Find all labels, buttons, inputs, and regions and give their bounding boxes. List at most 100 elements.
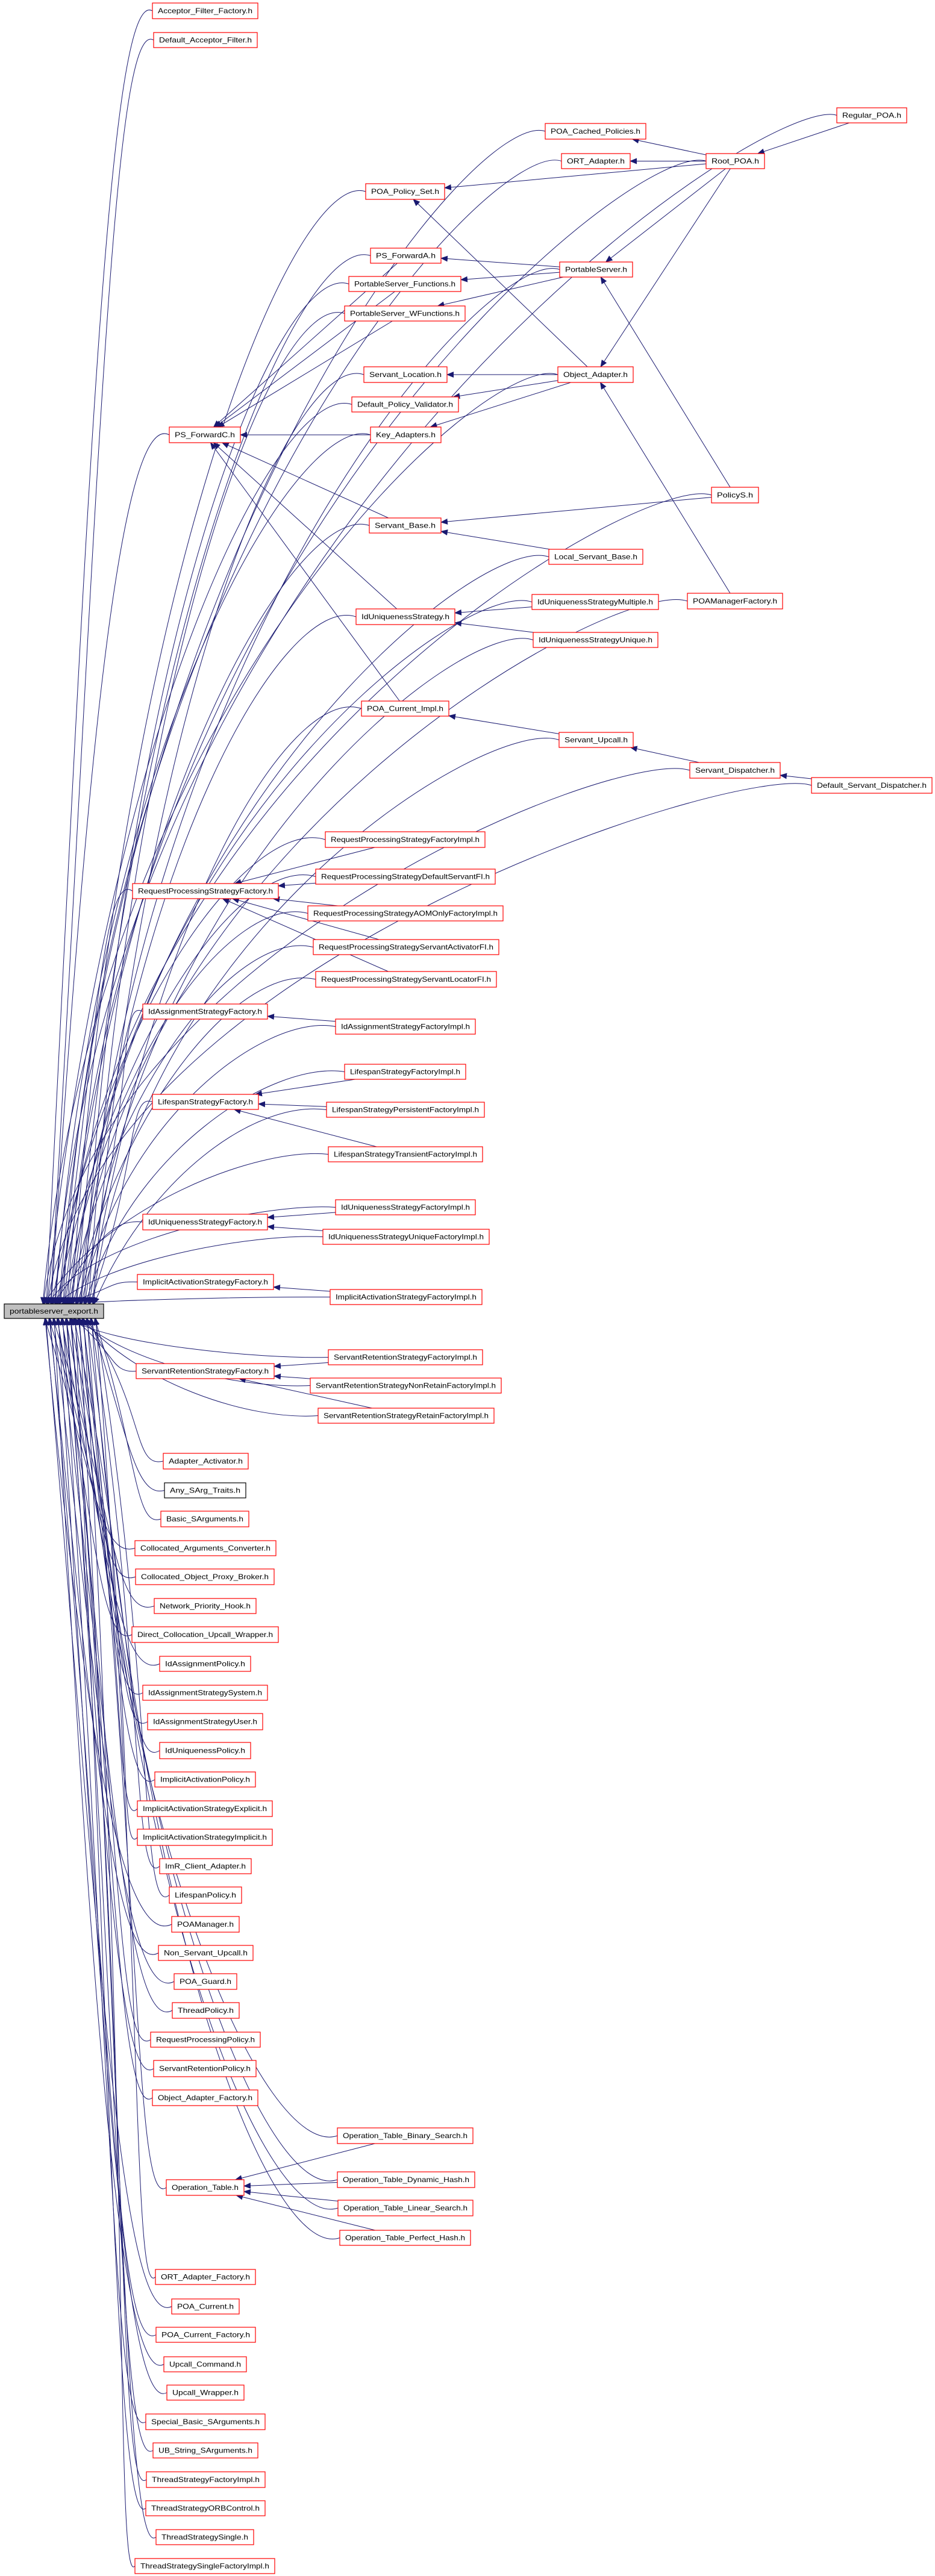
node-box (705, 153, 765, 169)
graph-node[interactable]: ThreadStrategySingleFactoryImpl.h (134, 2558, 275, 2574)
graph-node[interactable]: ServantRetentionPolicy.h (153, 2060, 257, 2077)
graph-node[interactable]: PolicyS.h (711, 487, 759, 504)
graph-node[interactable]: IdUniquenessStrategy.h (355, 608, 455, 625)
graph-node[interactable]: IdUniquenessStrategyFactoryImpl.h (335, 1199, 476, 1215)
graph-node[interactable]: POAManagerFactory.h (687, 593, 783, 610)
graph-node[interactable]: PortableServer.h (559, 261, 633, 278)
graph-node[interactable]: POAManager.h (171, 1916, 240, 1933)
graph-node[interactable]: Operation_Table_Dynamic_Hash.h (337, 2171, 475, 2188)
graph-node[interactable]: RequestProcessingStrategyAOMOnlyFactoryI… (307, 905, 504, 922)
graph-node[interactable]: IdAssignmentPolicy.h (159, 1656, 251, 1672)
graph-node[interactable]: PortableServer_WFunctions.h (344, 305, 466, 322)
graph-node[interactable]: Key_Adapters.h (370, 426, 442, 443)
graph-node[interactable]: Special_Basic_SArguments.h (145, 2413, 266, 2430)
graph-node[interactable]: ServantRetentionStrategyNonRetainFactory… (310, 1377, 502, 1394)
graph-node[interactable]: IdUniquenessStrategyUnique.h (533, 632, 658, 648)
graph-node[interactable]: ImplicitActivationPolicy.h (154, 1771, 256, 1788)
graph-node[interactable]: Basic_SArguments.h (160, 1511, 249, 1527)
graph-node[interactable]: IdAssignmentStrategySystem.h (142, 1685, 268, 1701)
graph-node[interactable]: Non_Servant_Upcall.h (158, 1945, 254, 1961)
graph-node[interactable]: RequestProcessingStrategyServantLocatorF… (315, 971, 497, 988)
graph-node[interactable]: ImplicitActivationStrategyFactory.h (137, 1274, 274, 1290)
graph-node[interactable]: ThreadStrategySingle.h (155, 2529, 254, 2545)
graph-node[interactable]: ThreadStrategyORBControl.h (145, 2500, 266, 2516)
graph-node[interactable]: Object_Adapter_Factory.h (152, 2089, 258, 2106)
graph-node[interactable]: ImplicitActivationStrategyFactoryImpl.h (330, 1289, 483, 1305)
graph-node[interactable]: ServantRetentionStrategyFactoryImpl.h (328, 1349, 483, 1365)
graph-node[interactable]: Operation_Table_Binary_Search.h (337, 2127, 474, 2144)
graph-node[interactable]: Direct_Collocation_Upcall_Wrapper.h (131, 1626, 279, 1643)
graph-node[interactable]: ThreadStrategyFactoryImpl.h (146, 2471, 266, 2488)
graph-node[interactable]: ImplicitActivationStrategyImplicit.h (137, 1829, 273, 1846)
edge-to-root (78, 268, 560, 1305)
graph-node[interactable]: Adapter_Activator.h (163, 1453, 249, 1470)
graph-node[interactable]: ServantRetentionStrategyFactory.h (136, 1363, 275, 1379)
graph-node[interactable]: Local_Servant_Base.h (548, 549, 643, 565)
graph-node[interactable]: LifespanPolicy.h (169, 1886, 242, 1904)
graph-node[interactable]: Operation_Table_Linear_Search.h (337, 2200, 474, 2216)
graph-node[interactable]: Object_Adapter.h (557, 366, 634, 383)
graph-node[interactable]: IdUniquenessPolicy.h (159, 1742, 251, 1759)
graph-node[interactable]: POA_Guard.h (174, 1973, 237, 1990)
graph-node[interactable]: Default_Acceptor_Filter.h (153, 32, 258, 48)
graph-node[interactable]: Servant_Location.h (363, 366, 448, 383)
graph-node[interactable]: ORT_Adapter.h (561, 153, 631, 169)
graph-node[interactable]: Servant_Upcall.h (558, 732, 634, 748)
graph-node[interactable]: IdAssignmentStrategyUser.h (147, 1713, 263, 1730)
graph-node[interactable]: Servant_Base.h (369, 517, 442, 534)
graph-node[interactable]: IdAssignmentStrategyFactoryImpl.h (335, 1018, 476, 1035)
graph-node[interactable]: Collocated_Arguments_Converter.h (134, 1540, 277, 1556)
graph-node[interactable]: ImplicitActivationStrategyExplicit.h (137, 1800, 273, 1817)
graph-node[interactable]: PS_ForwardA.h (370, 248, 442, 264)
graph-node[interactable]: POA_Current_Impl.h (361, 700, 449, 717)
node-box (154, 1598, 257, 1614)
graph-node[interactable]: POA_Cached_Policies.h (545, 123, 646, 140)
node-box (164, 1482, 246, 1499)
graph-node[interactable]: Root_POA.h (705, 153, 765, 169)
edge-to-root (43, 1318, 172, 2308)
graph-node[interactable]: Operation_Table.h (166, 2179, 245, 2196)
graph-node[interactable]: Upcall_Wrapper.h (166, 2384, 245, 2401)
node-box (559, 261, 633, 278)
graph-node[interactable]: Any_SArg_Traits.h (164, 1482, 246, 1499)
include-edge (413, 199, 588, 367)
graph-node[interactable]: PortableServer_Functions.h (348, 276, 461, 292)
edge-to-root (55, 1318, 167, 2394)
graph-node[interactable]: ServantRetentionStrategyRetainFactoryImp… (317, 1408, 495, 1424)
graph-node[interactable]: Collocated_Object_Proxy_Broker.h (135, 1568, 275, 1585)
graph-node[interactable]: IdUniquenessStrategyMultiple.h (531, 594, 659, 610)
graph-node[interactable]: RequestProcessingStrategyDefaultServantF… (315, 869, 496, 885)
node-label: IdAssignmentStrategyFactory.h (148, 1008, 262, 1016)
graph-node[interactable]: RequestProcessingStrategyFactory.h (132, 883, 279, 899)
graph-node[interactable]: IdUniquenessStrategyUniqueFactoryImpl.h (322, 1229, 490, 1245)
graph-node[interactable]: Servant_Dispatcher.h (689, 762, 781, 779)
graph-node[interactable]: PS_ForwardC.h (169, 426, 241, 443)
graph-node[interactable]: LifespanStrategyTransientFactoryImpl.h (328, 1146, 483, 1162)
graph-node[interactable]: Network_Priority_Hook.h (154, 1598, 257, 1614)
graph-node[interactable]: ThreadPolicy.h (172, 2002, 240, 2019)
graph-node[interactable]: IdAssignmentStrategyFactory.h (142, 1003, 268, 1020)
edge-to-root (93, 1108, 327, 1305)
graph-node[interactable]: LifespanStrategyPersistentFactoryImpl.h (326, 1102, 485, 1118)
graph-node[interactable]: UB_String_SArguments.h (152, 2442, 258, 2459)
graph-node[interactable]: POA_Current.h (171, 2298, 240, 2315)
graph-node[interactable]: ORT_Adapter_Factory.h (155, 2269, 256, 2285)
graph-node[interactable]: RequestProcessingPolicy.h (150, 2032, 261, 2048)
graph-node[interactable]: Acceptor_Filter_Factory.h (152, 2, 258, 19)
graph-node[interactable]: Operation_Table_Perfect_Hash.h (339, 2230, 471, 2246)
graph-node[interactable]: Default_Servant_Dispatcher.h (811, 777, 933, 794)
graph-node[interactable]: POA_Policy_Set.h (365, 183, 445, 200)
graph-node[interactable]: Regular_POA.h (836, 107, 907, 123)
graph-node[interactable]: ImR_Client_Adapter.h (159, 1858, 252, 1874)
graph-node[interactable]: Default_Policy_Validator.h (351, 396, 459, 413)
graph-node[interactable]: IdUniquenessStrategyFactory.h (142, 1214, 268, 1230)
graph-node[interactable]: RequestProcessingStrategyServantActivato… (313, 939, 499, 955)
edge-to-root (89, 1318, 165, 1492)
graph-node[interactable]: LifespanStrategyFactoryImpl.h (344, 1064, 466, 1080)
include-edge (600, 276, 731, 488)
graph-node[interactable]: Upcall_Command.h (163, 2356, 247, 2372)
graph-node[interactable]: LifespanStrategyFactory.h (152, 1094, 259, 1110)
node-label: ServantRetentionPolicy.h (159, 2065, 251, 2073)
graph-node[interactable]: POA_Current_Factory.h (155, 2327, 256, 2343)
graph-node[interactable]: RequestProcessingStrategyFactoryImpl.h (325, 831, 486, 848)
